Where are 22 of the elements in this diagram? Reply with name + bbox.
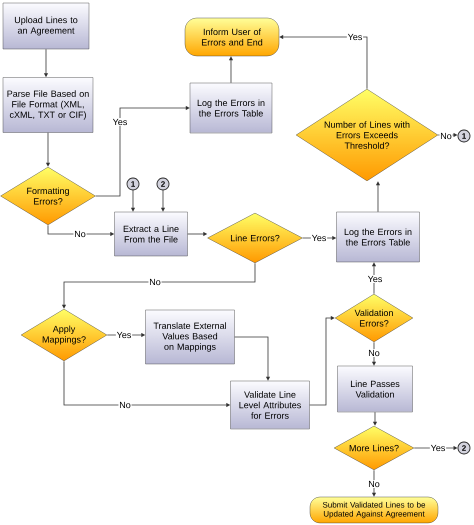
terminator-box: Inform User of Errors and End (184, 18, 280, 56)
edge-label: Yes (366, 275, 384, 283)
process-box: Log the Errors in the Errors Table (336, 212, 420, 262)
process-box: Extract a Line From the File (114, 212, 188, 256)
process-box: Translate External Values Based on Mappings (145, 310, 235, 364)
process-box: Parse File Based on File Format (XML, cXML, TXT or CIF) (2, 77, 94, 133)
process-box: Validate Line Level Attributes for Errors (230, 380, 310, 430)
edge-label: Yes (310, 234, 328, 242)
edge-label: Yes (116, 331, 132, 339)
edge-label: No (367, 480, 381, 488)
edge-label: No (118, 401, 132, 409)
process-box: Log the Errors in the Errors Table (190, 82, 272, 134)
edge-label: No (148, 278, 162, 286)
edge-label: Yes (112, 118, 128, 126)
terminator-box: Submit Validated Lines to be Updated Against Agreement (310, 496, 438, 524)
edge-label: Yes (430, 444, 446, 452)
process-box: Upload Lines to an Agreement (2, 2, 90, 50)
edge-label: No (439, 132, 453, 140)
edge-label: Yes (346, 33, 364, 41)
edge-label: No (73, 230, 87, 238)
process-box: Line Passes Validation (337, 366, 413, 412)
edge-label: No (367, 349, 381, 357)
